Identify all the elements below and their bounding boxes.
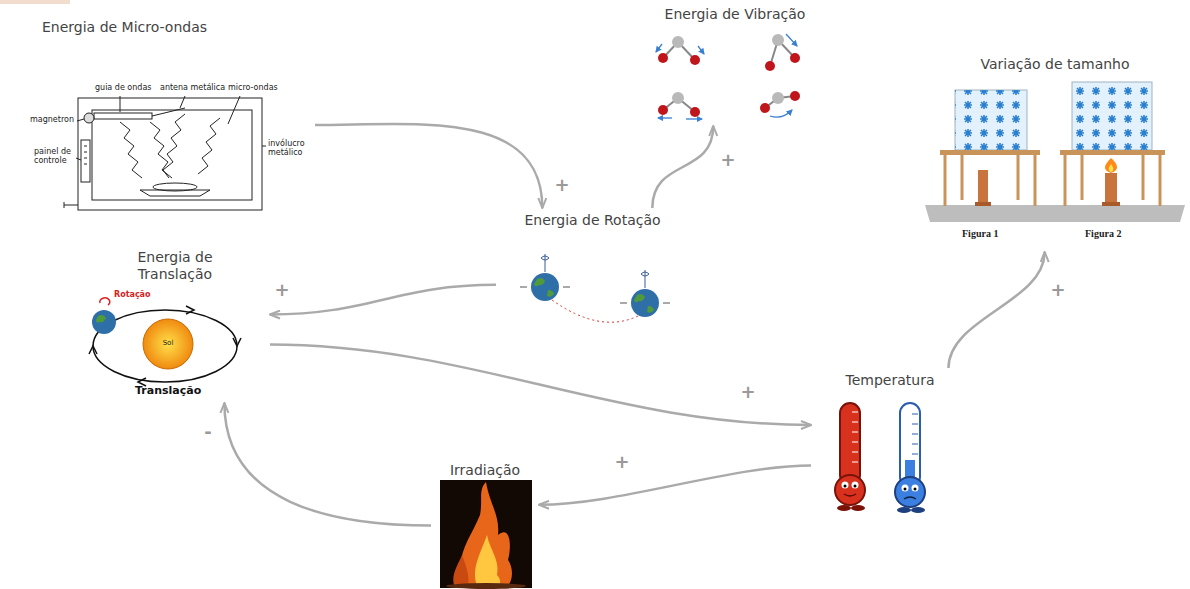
molecule-drawings [656,34,800,119]
part-label: Sol [163,340,174,348]
node-title: Energia de Translação [120,249,230,283]
concept-node: Temperatura [811,368,969,518]
concept-node: Energia de Rotação [496,208,689,328]
concept-node: Energia de Vibração [636,4,834,126]
rotation-drawing [520,254,670,322]
part-label: magnetron [30,116,74,125]
flow-arrow [948,252,1044,368]
flow-arrow [652,126,713,208]
fire-photo [440,480,532,589]
flow-arrow [224,403,431,526]
node-title: Variação de tamanho [926,56,1184,73]
expansion-drawing [925,82,1185,222]
part-label: Figura 1 [962,228,998,239]
part-label: micro-ondas [228,84,278,93]
part-label: Figura 2 [1085,228,1121,239]
part-label: guia de ondas [95,84,151,93]
concept-node: Variação de tamanho [926,52,1184,252]
part-label: painel de controle [34,148,76,166]
polarity-sign: + [738,383,757,401]
node-title: Energia de Rotação [496,212,689,229]
node-title: Energia de Vibração [636,6,834,23]
part-label: antena metálica [160,84,225,93]
polarity-sign: - [202,423,213,441]
flow-arrow [315,124,542,208]
polarity-sign: + [552,176,571,194]
polarity-sign: + [1048,281,1067,299]
flow-arrow [539,466,811,505]
flow-arrow [270,285,496,315]
concept-node: Irradiação [431,458,539,588]
thermometer-drawing [835,403,925,513]
concept-node: Energia de Micro-ondas [40,15,315,215]
node-title: Temperatura [811,372,969,389]
orbit-drawing [89,298,241,386]
part-label: Translação [135,385,201,397]
polarity-sign: + [612,453,631,471]
corner-strip [0,0,70,4]
part-label: Rotação [114,291,151,300]
concept-node: Energia de Translação [80,245,270,403]
polarity-sign: + [272,281,291,299]
microwave-drawing [64,96,266,210]
polarity-sign: + [718,151,737,169]
node-title: Irradiação [431,462,539,479]
node-title: Energia de Micro-ondas [42,19,207,36]
part-label: invólucro metálico [268,140,314,158]
flow-arrow [270,345,811,425]
